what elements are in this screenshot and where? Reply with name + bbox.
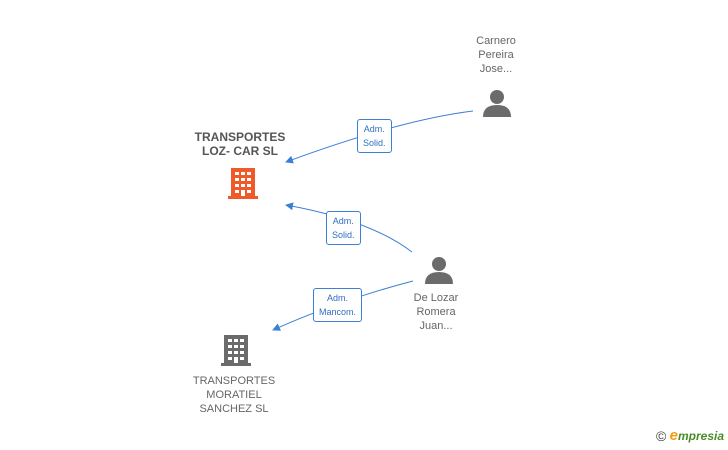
empresia-watermark: © empresia [655,427,724,444]
edge-label-adm-solid: Adm. Solid. [357,119,392,153]
person-name-carnero[interactable]: Carnero Pereira Jose... [476,35,516,75]
person-icon[interactable] [425,257,453,284]
building-icon[interactable] [228,168,258,199]
person-name-delozar[interactable]: De Lozar Romera Juan... [413,292,459,332]
building-icon[interactable] [221,335,251,366]
company-name-moratiel[interactable]: TRANSPORTES MORATIEL SANCHEZ SL [192,375,276,415]
copyright-icon: © [655,428,667,444]
person-icon[interactable] [483,90,511,117]
company-name-loz-car[interactable]: TRANSPORTES LOZ- CAR SL [194,130,286,158]
edge-label-adm-mancom: Adm. Mancom. [313,288,363,322]
edge-label-adm-solid: Adm. Solid. [326,211,361,245]
